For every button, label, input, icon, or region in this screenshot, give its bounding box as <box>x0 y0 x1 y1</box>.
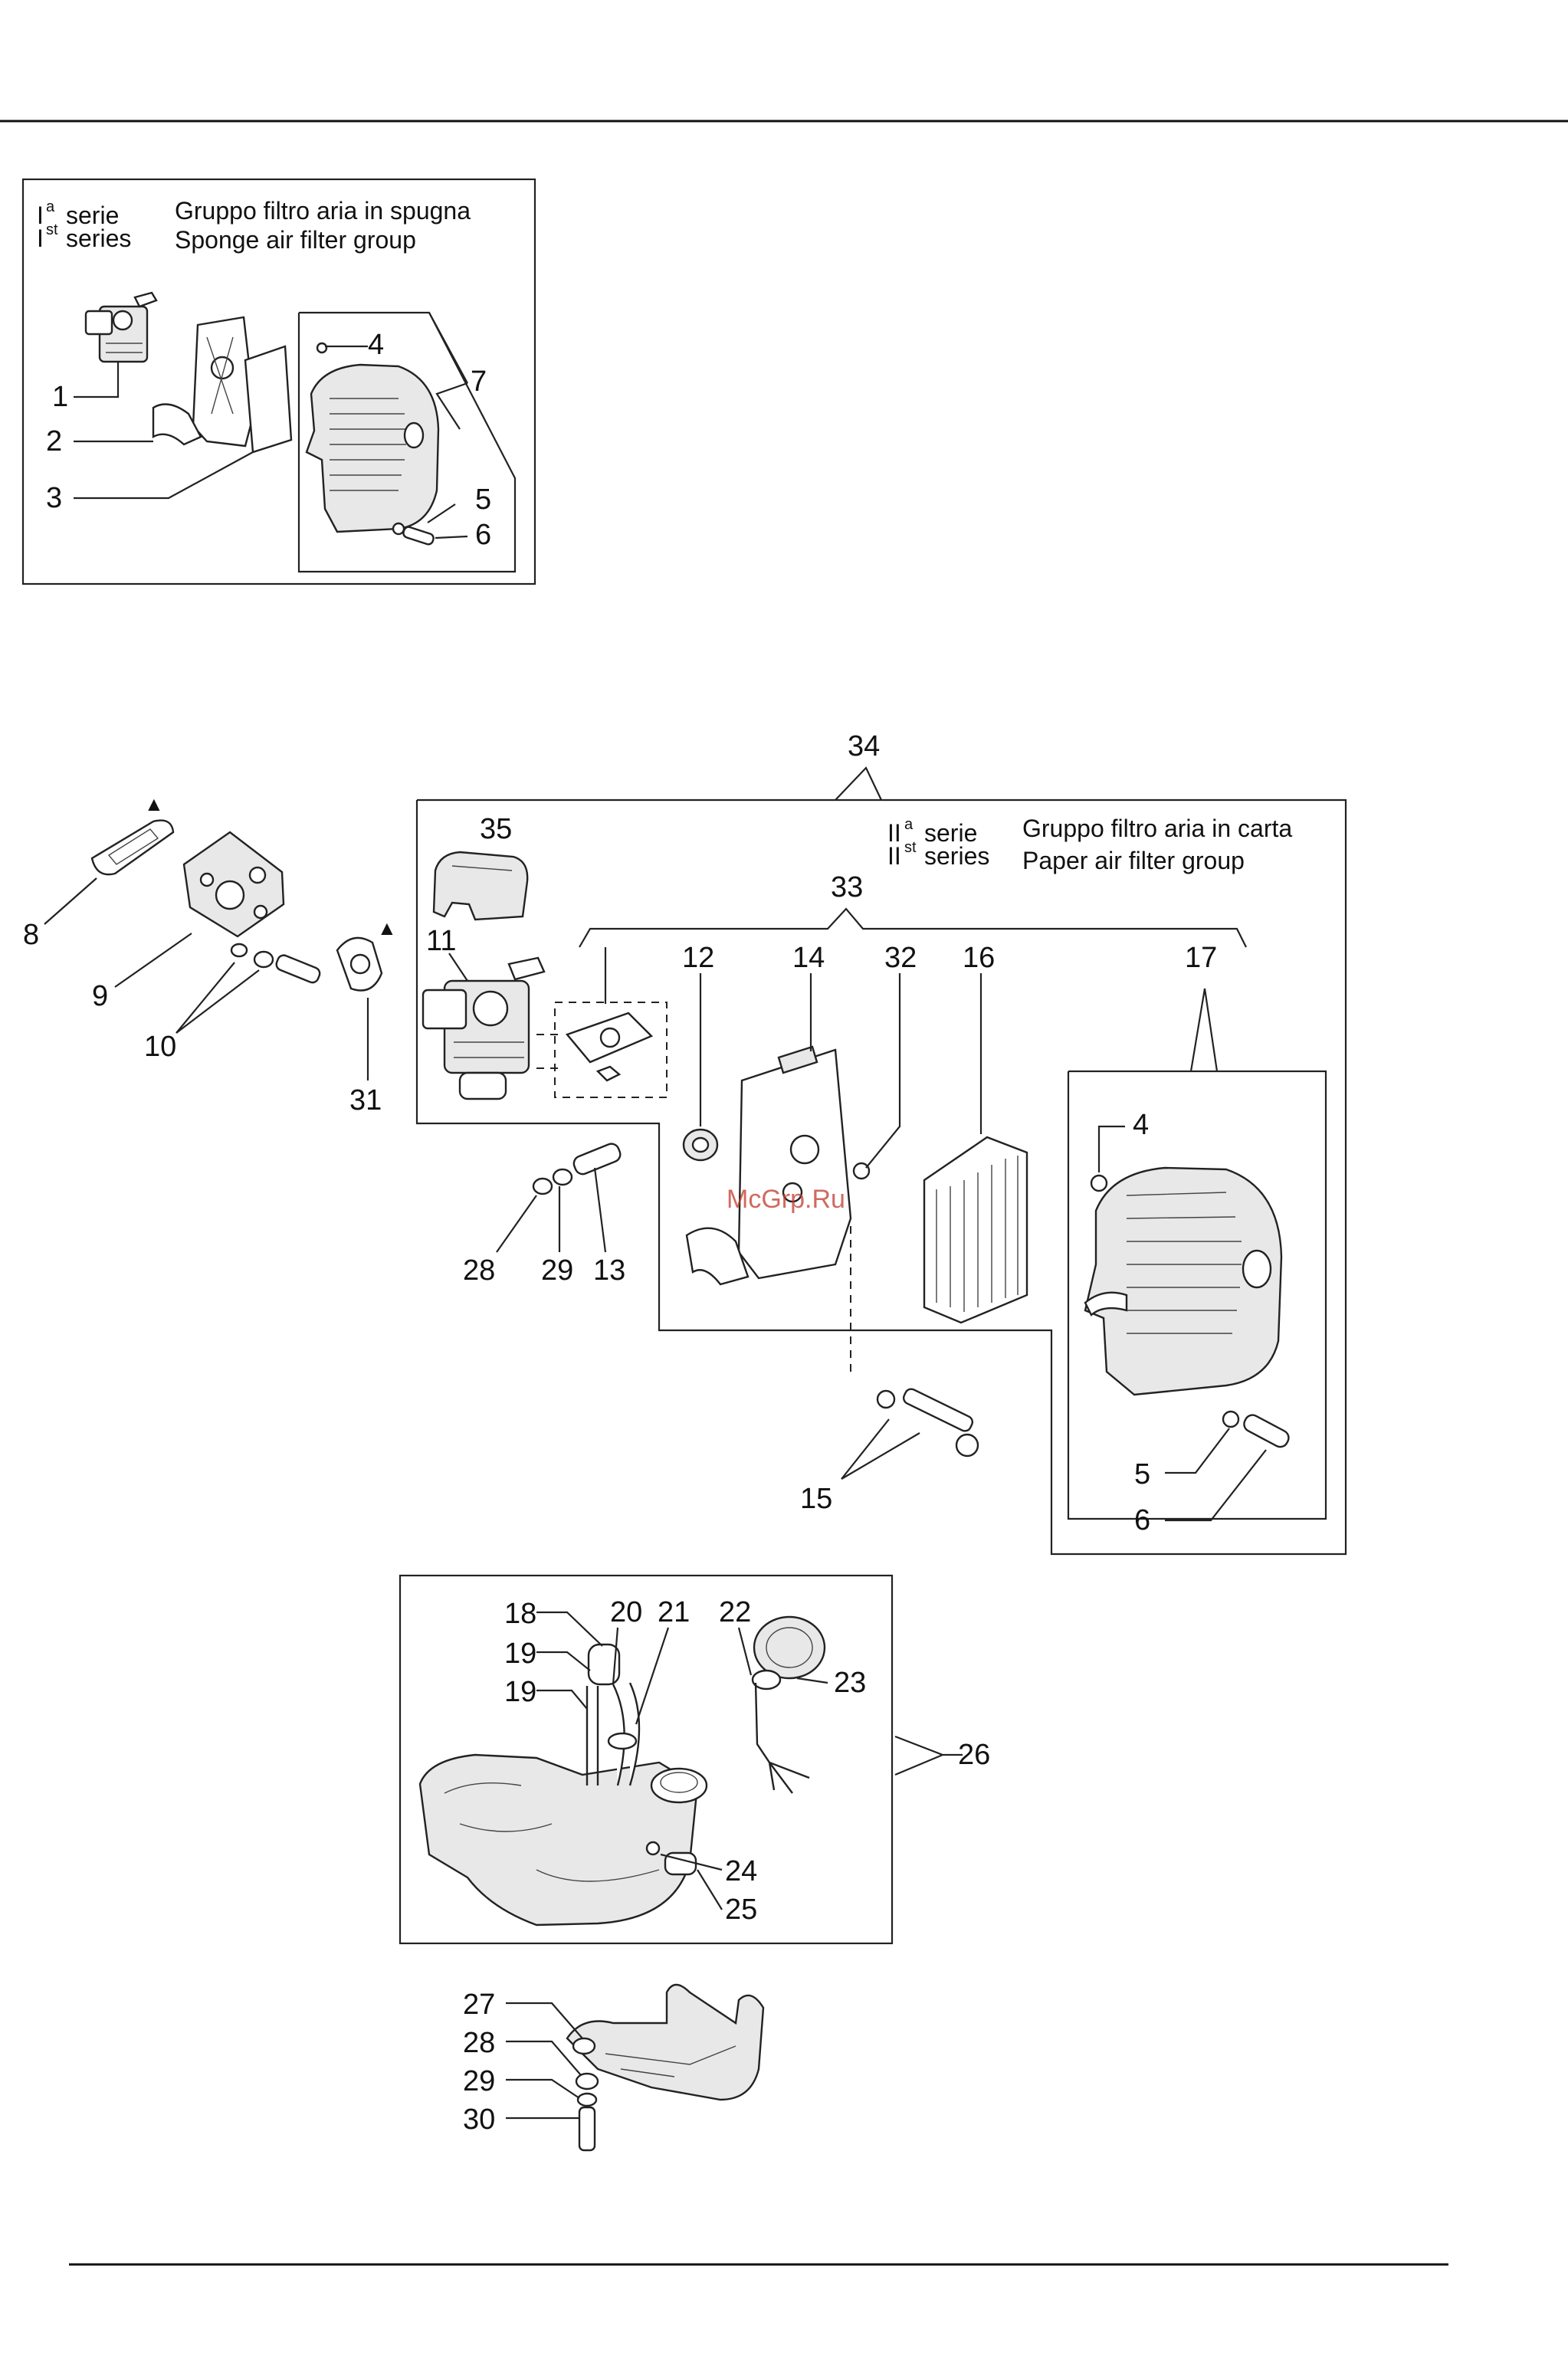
callout-1: 1 <box>52 381 68 413</box>
second-series-sup-it: a <box>904 816 914 833</box>
callout-27: 27 <box>463 1989 495 2021</box>
second-series-roman-en: II <box>887 842 901 870</box>
callout-7: 7 <box>471 366 487 398</box>
o-ring-4 <box>1091 1176 1107 1191</box>
callout-29-bottom: 29 <box>463 2065 495 2097</box>
callout-30: 30 <box>463 2104 495 2136</box>
first-series-title-it: Gruppo filtro aria in spugna <box>175 197 471 225</box>
callout-6-first: 6 <box>475 519 491 551</box>
filter-cover-small <box>307 343 438 546</box>
callout-34: 34 <box>848 730 880 762</box>
second-series-sup-en: st <box>904 839 917 856</box>
callout-5-second: 5 <box>1134 1458 1150 1490</box>
callout-10: 10 <box>144 1031 176 1063</box>
filter-base-plate-small <box>153 317 291 452</box>
watermark: McGrp.Ru <box>727 1185 845 1214</box>
filter-cover-17 <box>1085 1168 1281 1395</box>
paper-filter-16 <box>924 1137 1027 1323</box>
callout-5-first: 5 <box>475 484 491 516</box>
callout-2: 2 <box>46 425 62 457</box>
callout-13: 13 <box>593 1254 625 1287</box>
callout-4-first: 4 <box>368 329 384 361</box>
callout-33: 33 <box>831 871 863 903</box>
callout-20: 20 <box>610 1596 642 1628</box>
callout-12: 12 <box>682 942 714 974</box>
callout-19-b: 19 <box>504 1676 536 1708</box>
callout-28-second: 28 <box>463 1254 495 1287</box>
gasket-31: ▲ <box>337 917 397 991</box>
second-series-title-en: Paper air filter group <box>1022 847 1245 874</box>
callout-32: 32 <box>884 942 917 974</box>
filter-base-14 <box>687 1047 869 1284</box>
gasket-8: ▲ <box>92 792 173 874</box>
grommet-12 <box>684 1130 717 1160</box>
triangle-marker-31: ▲ <box>377 917 397 939</box>
filler-neck <box>651 1769 707 1802</box>
second-series-title-it: Gruppo filtro aria in carta <box>1022 815 1292 842</box>
carburetor-small <box>86 293 156 362</box>
second-series-word-en: series <box>924 842 989 870</box>
fuel-tank-group: 26 18 19 19 20 21 <box>400 1576 990 1943</box>
screws-10 <box>231 944 322 985</box>
callout-16: 16 <box>963 942 995 974</box>
callout-22: 22 <box>719 1596 751 1628</box>
callout-6-second: 6 <box>1134 1504 1150 1536</box>
fuel-cap-22 <box>754 1617 825 1678</box>
first-series-sup-en: st <box>46 221 58 238</box>
pump-diaphragm-group <box>536 947 667 1097</box>
callout-29-second: 29 <box>541 1254 573 1287</box>
callout-25: 25 <box>725 1894 757 1926</box>
first-series-word-en: series <box>66 225 131 252</box>
callout-31: 31 <box>349 1084 382 1117</box>
callout-4-second: 4 <box>1133 1109 1149 1141</box>
screw-5-6 <box>1223 1412 1291 1450</box>
first-series-title-en: Sponge air filter group <box>175 226 416 254</box>
callout-11: 11 <box>426 925 456 957</box>
first-series-group: I a serie I st series Gruppo filtro aria… <box>23 179 535 584</box>
washer-28-bottom <box>576 2074 598 2089</box>
triangle-marker-8: ▲ <box>144 792 164 815</box>
callout-26: 26 <box>958 1739 990 1771</box>
intake-flange-9 <box>184 832 284 936</box>
screw-30 <box>579 2107 595 2150</box>
callout-24: 24 <box>725 1855 757 1887</box>
callout-18: 18 <box>504 1598 536 1630</box>
washer-28-29-bolt-13 <box>533 1142 622 1194</box>
callout-15: 15 <box>800 1483 832 1515</box>
first-series-sup-it: a <box>46 198 55 215</box>
callout-3: 3 <box>46 482 62 514</box>
callout-9: 9 <box>92 980 108 1012</box>
choke-cover-35 <box>434 852 527 920</box>
tank-bracket-group: 27 28 29 30 <box>463 1985 763 2150</box>
bolt-15 <box>877 1387 978 1456</box>
callout-28-bottom: 28 <box>463 2027 495 2059</box>
callout-19-a: 19 <box>504 1638 536 1670</box>
callout-14: 14 <box>792 942 825 974</box>
callout-35: 35 <box>480 813 512 845</box>
callout-21: 21 <box>658 1596 690 1628</box>
callout-8: 8 <box>23 919 39 951</box>
carburetor-11 <box>423 958 544 1099</box>
washer-29-bottom <box>578 2094 596 2106</box>
callout-23: 23 <box>834 1667 866 1699</box>
first-series-roman-en: I <box>37 225 44 252</box>
callout-17: 17 <box>1185 942 1217 974</box>
